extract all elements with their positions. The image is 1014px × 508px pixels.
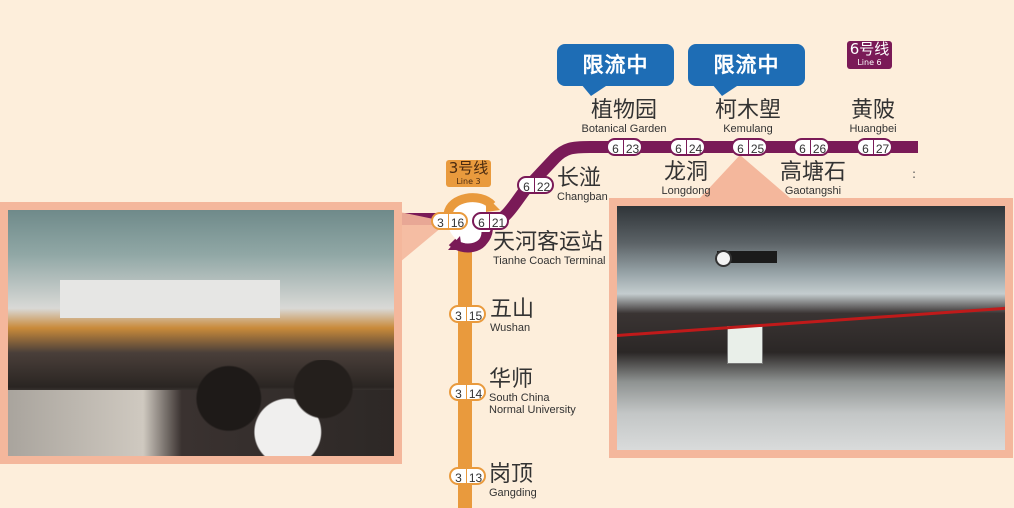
line-continuation-mark: : [912, 167, 917, 181]
station-huangbei[interactable]: 黄陂 Huangbei [849, 98, 897, 136]
interchange-circle [448, 200, 492, 244]
callout-label: 限流中 [713, 53, 780, 77]
station-wushan[interactable]: 五山 Wushan [490, 297, 535, 335]
station-gangding[interactable]: 岗顶 Gangding [489, 462, 537, 500]
right-photo-pointer [700, 155, 790, 198]
queue-rope-barrier [617, 306, 1005, 337]
entry-sign [727, 326, 763, 364]
clock-icon [715, 250, 732, 267]
station-botanical-garden[interactable]: 植物园 Botanical Garden [581, 98, 667, 136]
crowd [158, 360, 394, 456]
station-tianhe-coach-terminal[interactable]: 天河客运站 Tianhe Coach Terminal [493, 230, 606, 268]
interchange-arrowhead-line6-icon [448, 236, 462, 250]
hanging-sign-board [60, 280, 280, 318]
station-changban[interactable]: 长湴 Changban [557, 166, 608, 204]
direction-sign [717, 251, 777, 263]
tianhe-coach-terminal-crowd-photo [0, 202, 402, 464]
line3-track [458, 235, 472, 508]
callout-label: 限流中 [582, 53, 649, 77]
flow-restriction-callout-botanical-garden: 限流中 [557, 44, 674, 96]
station-south-china-normal-university[interactable]: 华师 South China Normal University [489, 367, 576, 417]
station-kemulang[interactable]: 柯木塱 Kemulang [714, 98, 781, 136]
station-gaotangshi[interactable]: 高塘石 Gaotangshi [779, 160, 846, 198]
flow-restriction-callout-kemulang: 限流中 [688, 44, 805, 96]
station-longdong[interactable]: 龙洞 Longdong [661, 160, 711, 198]
interchange-arrowhead-icon [486, 196, 500, 212]
line6-badge: 6号线 Line 6 [847, 41, 892, 69]
line3-badge: 3号线 Line 3 [446, 160, 491, 187]
kemulang-crowd-photo [609, 198, 1013, 458]
